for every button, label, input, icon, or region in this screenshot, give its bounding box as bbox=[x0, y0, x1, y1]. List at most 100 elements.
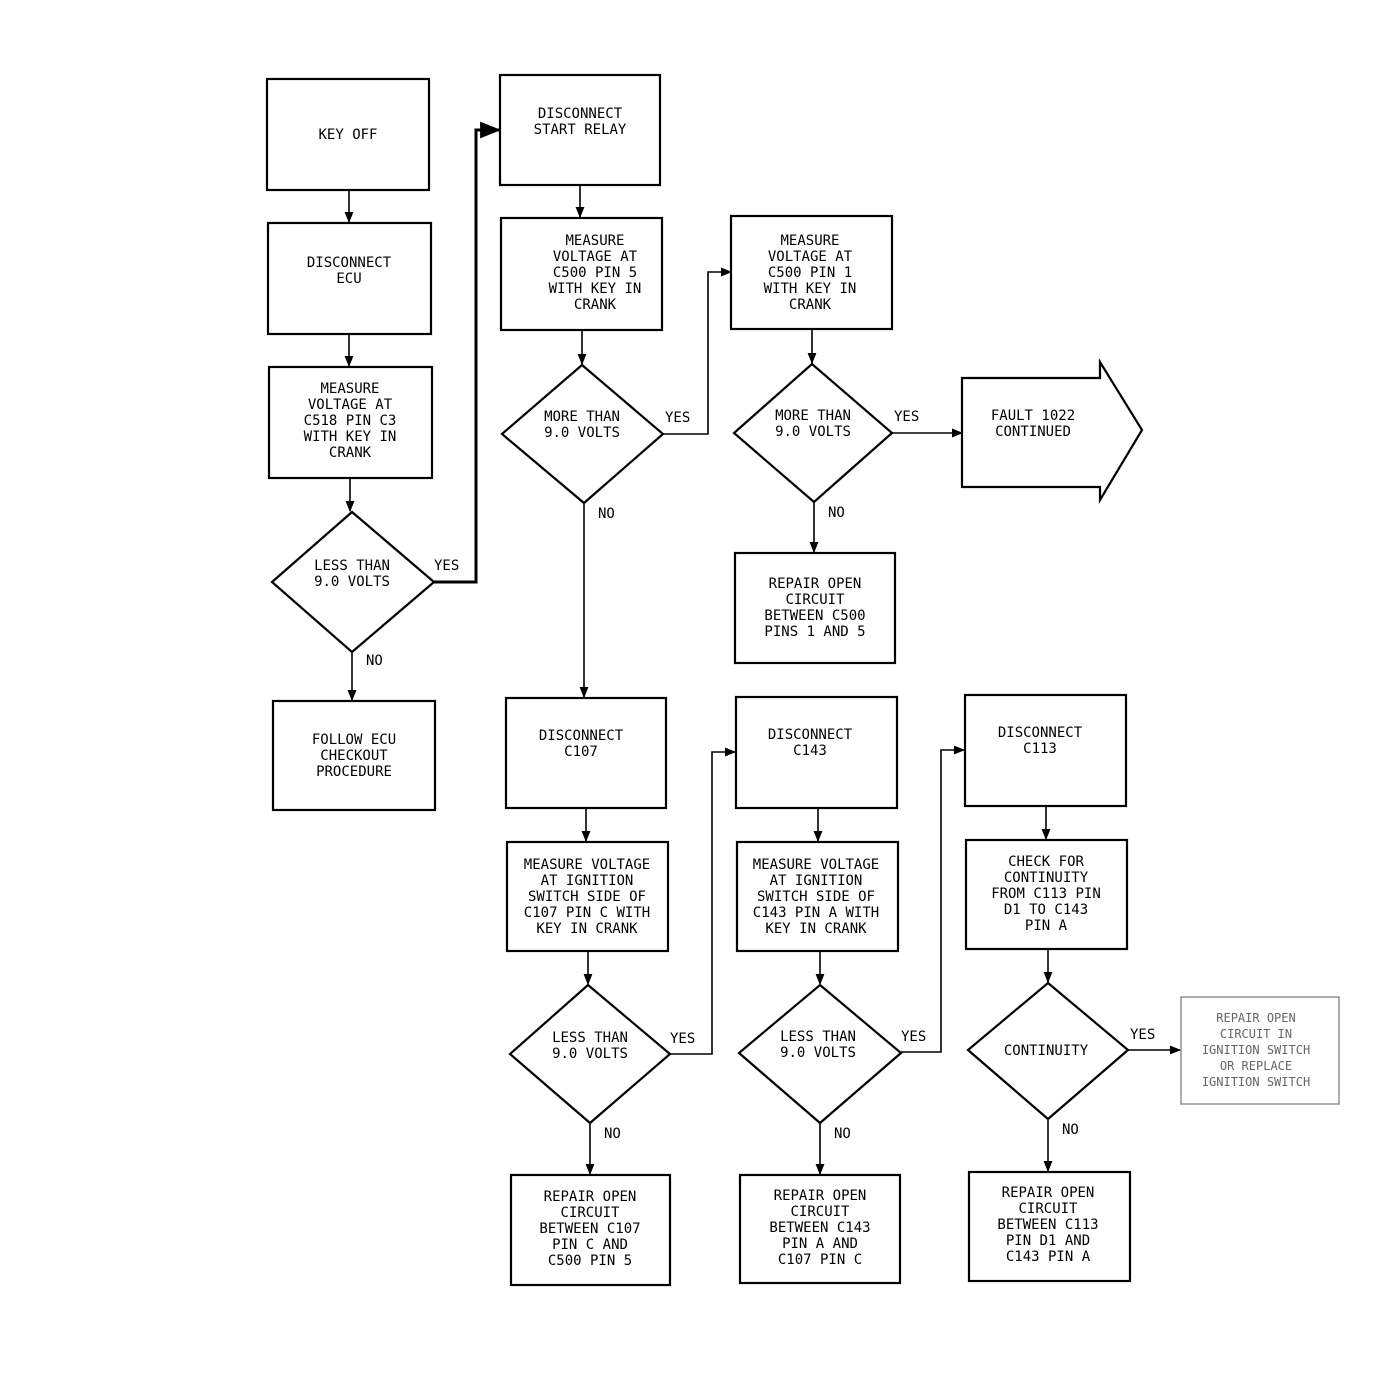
node-label-line: SWITCH SIDE OF bbox=[757, 889, 875, 905]
node-label-line: AT IGNITION bbox=[541, 873, 634, 889]
node-label-line: VOLTAGE AT bbox=[308, 397, 393, 413]
node-label-line: IGNITION SWITCH bbox=[1202, 1075, 1310, 1089]
node-label-line: CHECKOUT bbox=[320, 748, 388, 764]
node-label-line: SWITCH SIDE OF bbox=[528, 889, 646, 905]
node-label-line: DISCONNECT bbox=[768, 727, 853, 743]
label-yes-5: YES bbox=[901, 1029, 926, 1045]
node-label-line: C107 PIN C bbox=[778, 1252, 862, 1268]
node-label-line: VOLTAGE AT bbox=[553, 249, 638, 265]
node-label-line: BETWEEN C113 bbox=[997, 1217, 1098, 1233]
node-label-line: C143 PIN A bbox=[1006, 1249, 1091, 1265]
node-label-line: MORE THAN bbox=[544, 409, 620, 425]
node-decision-continuity: CONTINUITY bbox=[966, 981, 1130, 1121]
node-label-line: CONTINUED bbox=[995, 424, 1071, 440]
node-label-line: MORE THAN bbox=[775, 408, 851, 424]
node-label-line: LESS THAN bbox=[314, 558, 390, 574]
connectors bbox=[344, 121, 1182, 1176]
node-label-line: REPAIR OPEN bbox=[544, 1189, 637, 1205]
edge-decision-1-yes bbox=[434, 121, 502, 584]
node-label-line: C107 bbox=[564, 744, 598, 760]
node-label-line: MEASURE bbox=[320, 381, 379, 397]
node-key-off: KEY OFF bbox=[265, 77, 431, 192]
node-label-line: MEASURE VOLTAGE bbox=[753, 857, 879, 873]
label-yes-6: YES bbox=[1130, 1027, 1155, 1043]
edge-decision-2-yes bbox=[663, 267, 733, 435]
node-label-line: 9.0 VOLTS bbox=[552, 1046, 628, 1062]
node-label-line: C500 PIN 5 bbox=[553, 265, 637, 281]
node-label-line: BETWEEN C107 bbox=[539, 1221, 640, 1237]
node-label-line: D1 TO C143 bbox=[1004, 902, 1088, 918]
node-label-line: CONTINUITY bbox=[1004, 1043, 1089, 1059]
node-label-line: PIN C AND bbox=[552, 1237, 628, 1253]
node-label-line: REPAIR OPEN bbox=[774, 1188, 867, 1204]
label-yes-3: YES bbox=[894, 409, 919, 425]
node-label-line: PIN A AND bbox=[782, 1236, 858, 1252]
node-label-line: IGNITION SWITCH bbox=[1202, 1043, 1310, 1057]
node-label-line: 9.0 VOLTS bbox=[314, 574, 390, 590]
node-label-line: C113 bbox=[1023, 741, 1057, 757]
node-label-line: CRANK bbox=[329, 445, 372, 461]
edge-decision-4-yes bbox=[670, 747, 737, 1055]
node-label-line: MEASURE bbox=[780, 233, 839, 249]
node-label-line: CIRCUIT bbox=[790, 1204, 850, 1220]
node-text-continuity: CONTINUITY bbox=[1004, 1043, 1089, 1059]
node-label-line: PIN D1 AND bbox=[1006, 1233, 1090, 1249]
node-label-line: WITH KEY IN bbox=[764, 281, 857, 297]
label-no-5: NO bbox=[834, 1126, 851, 1142]
node-label-line: C107 PIN C WITH bbox=[524, 905, 650, 921]
node-label-line: FOLLOW ECU bbox=[312, 732, 396, 748]
node-label-line: 9.0 VOLTS bbox=[775, 424, 851, 440]
node-label-line: MEASURE VOLTAGE bbox=[524, 857, 650, 873]
node-label-line: BETWEEN C500 bbox=[764, 608, 865, 624]
node-label-line: PROCEDURE bbox=[316, 764, 392, 780]
node-text-key-off: KEY OFF bbox=[318, 127, 377, 143]
node-label-line: KEY IN CRANK bbox=[765, 921, 867, 937]
node-label-line: REPAIR OPEN bbox=[769, 576, 862, 592]
node-label-line: 9.0 VOLTS bbox=[780, 1045, 856, 1061]
node-label-line: CIRCUIT bbox=[560, 1205, 620, 1221]
node-label-line: CONTINUITY bbox=[1004, 870, 1089, 886]
node-label-line: REPAIR OPEN bbox=[1002, 1185, 1095, 1201]
node-label-line: CIRCUIT bbox=[785, 592, 845, 608]
node-label-line: MEASURE bbox=[565, 233, 624, 249]
label-no-1: NO bbox=[366, 653, 383, 669]
node-label-line: OR REPLACE bbox=[1220, 1059, 1292, 1073]
node-label-line: PIN A bbox=[1025, 918, 1068, 934]
node-label-line: CIRCUIT IN bbox=[1220, 1027, 1292, 1041]
node-label-line: CRANK bbox=[789, 297, 832, 313]
node-label-line: CIRCUIT bbox=[1018, 1201, 1078, 1217]
node-label-line: KEY IN CRANK bbox=[536, 921, 638, 937]
node-label-line: CRANK bbox=[574, 297, 617, 313]
